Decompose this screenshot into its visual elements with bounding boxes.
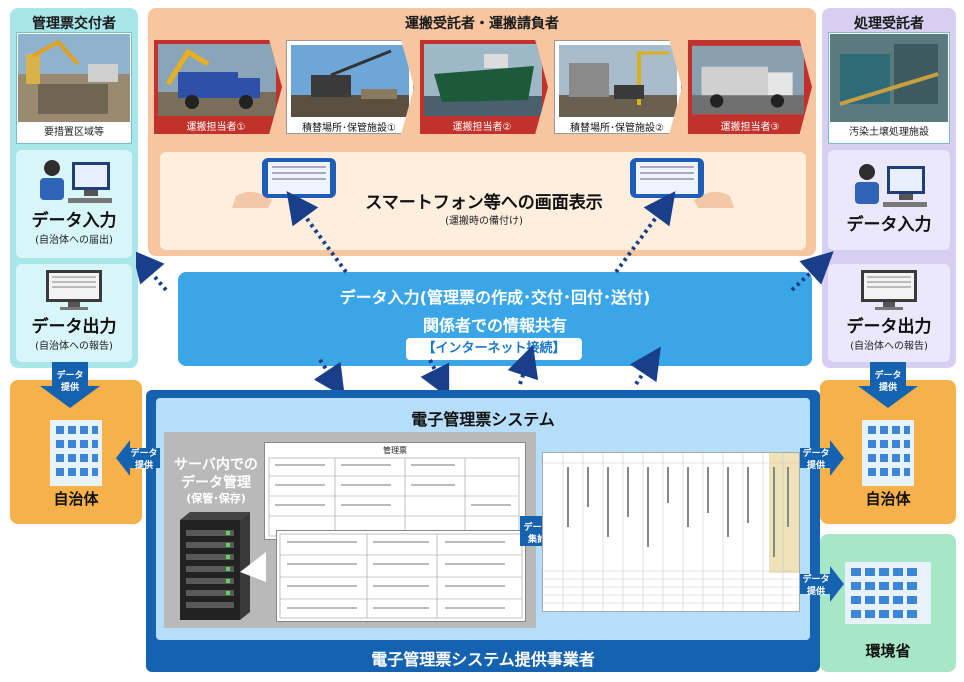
municipality-left: 自治体 — [10, 380, 142, 524]
server-area: サーバ内での データ管理 (保管･保存) 管理票 — [164, 432, 536, 628]
building-icon — [862, 420, 914, 486]
data-provide-arrow-muni-left: データ 提供 — [116, 440, 160, 476]
building-icon — [845, 562, 931, 624]
issuer-photo-caption: 要措置区域等 — [44, 127, 104, 138]
smartphone-title: スマートフォン等への画面表示 — [365, 193, 603, 213]
muni-right-arrow-bottom: 提供 — [806, 461, 825, 471]
processor-output-box: データ出力 (自治体への報告) — [828, 264, 950, 362]
right-arrow-icon — [800, 440, 844, 476]
data-sharing-band: データ入力(管理票の作成･交付･回付･送付) 関係者での情報共有 【インターネッ… — [178, 272, 812, 366]
processor-title: 処理受託者 — [854, 16, 924, 32]
document-icon — [279, 533, 523, 619]
server-line-1: サーバ内での — [174, 457, 258, 473]
carrier-step-1-caption: 運搬担当者① — [186, 122, 246, 133]
connection-arrows — [136, 191, 834, 390]
server-icon — [180, 512, 266, 620]
data-aggregate-top: データ — [523, 523, 551, 533]
data-provide-right-bottom: 提供 — [878, 383, 897, 393]
processor-input-box: データ入力 — [828, 150, 950, 250]
issuer-output-note: (自治体への報告) — [35, 341, 113, 352]
computer-user-icon — [40, 160, 112, 203]
data-provide-left-bottom: 提供 — [60, 383, 79, 393]
right-arrow-icon — [800, 566, 844, 602]
issuer-input-title: データ入力 — [31, 211, 117, 231]
processor-output-title: データ出力 — [846, 317, 932, 337]
server-line-2: データ管理 — [181, 475, 251, 491]
issuer-input-note: (自治体への届出) — [35, 235, 113, 246]
data-provide-arrow-muni-right: データ 提供 — [800, 440, 844, 476]
environment-ministry-label: 環境省 — [865, 642, 911, 660]
document-icon — [268, 457, 520, 537]
muni-left-arrow-bottom: 提供 — [134, 461, 153, 471]
smartphone-band: スマートフォン等への画面表示 (運搬時の備付け) — [160, 152, 806, 250]
data-provide-right-top: データ — [874, 371, 902, 381]
muni-left-arrow-top: データ — [130, 449, 158, 459]
crane-icon — [291, 45, 409, 117]
excavator-photo-icon — [18, 34, 130, 122]
down-arrow-icon — [40, 362, 100, 408]
data-provide-arrow-right: データ 提供 — [858, 362, 918, 408]
smartphone-icon — [232, 158, 336, 208]
processor-input-title: データ入力 — [846, 215, 932, 235]
env-arrow-top: データ — [802, 575, 830, 585]
carrier-step-2: 積替場所･保管施設① — [286, 40, 414, 134]
carrier-step-5: 運搬担当者③ — [688, 40, 812, 134]
manifest-document-1-title: 管理票 — [383, 446, 407, 455]
issuer-title: 管理票交付者 — [32, 16, 116, 32]
system-title: 電子管理票システム — [411, 410, 555, 429]
monitor-icon — [861, 270, 917, 310]
issuer-photo-frame: 要措置区域等 — [16, 32, 132, 144]
provider-label: 電子管理票システム提供事業者 — [371, 650, 595, 669]
data-provide-arrow-env: データ 提供 — [800, 566, 844, 602]
carrier-step-2-caption: 積替場所･保管施設① — [302, 123, 396, 134]
computer-user-icon — [855, 164, 927, 207]
smartphone-icon — [630, 158, 734, 208]
environment-ministry: 環境省 — [820, 534, 956, 672]
manifest-document-2 — [276, 530, 526, 622]
municipality-left-label: 自治体 — [53, 490, 99, 508]
municipality-right-label: 自治体 — [865, 490, 911, 508]
truck-icon — [692, 45, 804, 115]
ship-icon — [424, 44, 542, 116]
data-aggregate-bottom: 集計 — [527, 535, 546, 545]
carrier-step-4: 積替場所･保管施設② — [554, 40, 682, 134]
truck-icon — [158, 44, 276, 116]
issuer-input-box: データ入力 (自治体への届出) — [16, 150, 132, 258]
data-provide-arrow-left: データ 提供 — [40, 362, 100, 408]
building-icon — [50, 420, 102, 486]
carrier-step-3-caption: 運搬担当者② — [452, 122, 512, 133]
carrier-title: 運搬受託者・運搬請負者 — [405, 16, 559, 32]
processing-plant-photo-icon — [830, 34, 948, 122]
smartphone-note: (運搬時の備付け) — [445, 216, 523, 227]
issuer-output-box: データ出力 (自治体への報告) — [16, 264, 132, 362]
carrier-step-4-caption: 積替場所･保管施設② — [570, 123, 664, 134]
carrier-step-1: 運搬担当者① — [154, 40, 282, 134]
issuer-output-title: データ出力 — [31, 317, 117, 337]
carrier-step-5-caption: 運搬担当者③ — [720, 122, 780, 133]
processor-photo-caption: 汚染土壌処理施設 — [849, 127, 929, 138]
center-line-2: 関係者での情報共有 — [422, 316, 567, 335]
processor-output-note: (自治体への報告) — [850, 341, 928, 352]
muni-right-arrow-top: データ — [802, 449, 830, 459]
processor-photo-frame: 汚染土壌処理施設 — [828, 32, 950, 144]
manifest-document-1: 管理票 — [264, 442, 526, 540]
aggregate-spreadsheet — [542, 452, 800, 612]
down-arrow-icon — [858, 362, 918, 408]
env-arrow-bottom: 提供 — [806, 587, 825, 597]
crane-icon — [559, 45, 677, 117]
carrier-step-3: 運搬担当者② — [420, 40, 548, 134]
center-line-1: データ入力(管理票の作成･交付･回付･送付) — [339, 288, 651, 307]
data-provide-left-top: データ — [56, 371, 84, 381]
spreadsheet-icon — [543, 453, 799, 611]
monitor-icon — [46, 270, 102, 310]
left-arrow-icon — [116, 440, 160, 476]
server-line-3: (保管･保存) — [186, 492, 246, 505]
